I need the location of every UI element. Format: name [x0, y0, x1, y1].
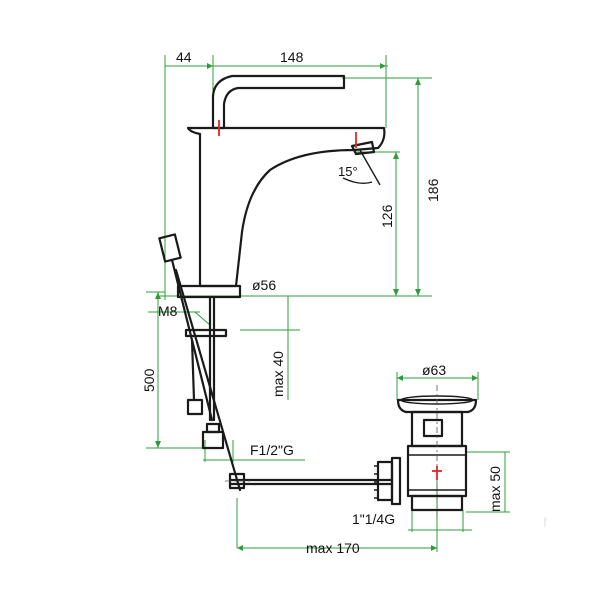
dim-waste-thread: 1"1/4G	[352, 511, 395, 527]
dim-148: 148	[280, 49, 304, 65]
under-deck-assembly	[158, 233, 394, 492]
dim-44: 44	[176, 49, 192, 65]
dimension-lines	[146, 55, 510, 552]
dim-126: 126	[379, 204, 395, 228]
dim-diameter-63: ø63	[422, 362, 446, 378]
dim-m8: M8	[158, 303, 178, 319]
watermark: f	[543, 514, 547, 530]
dim-tilt-15: 15°	[338, 164, 358, 179]
dim-connection: F1/2"G	[250, 442, 294, 458]
dimension-labels: 44 148 186 126 ø56 M8 500 max 40 F1/2"G …	[141, 49, 503, 556]
dim-diameter-56: ø56	[252, 277, 276, 293]
dim-max-50: max 50	[487, 466, 503, 512]
dim-max-40: max 40	[270, 351, 286, 397]
faucet-body	[176, 74, 386, 299]
waste-pop-up	[374, 385, 478, 520]
dim-186: 186	[425, 178, 441, 202]
dim-500: 500	[141, 368, 157, 392]
dim-max-170: max 170	[306, 540, 360, 556]
